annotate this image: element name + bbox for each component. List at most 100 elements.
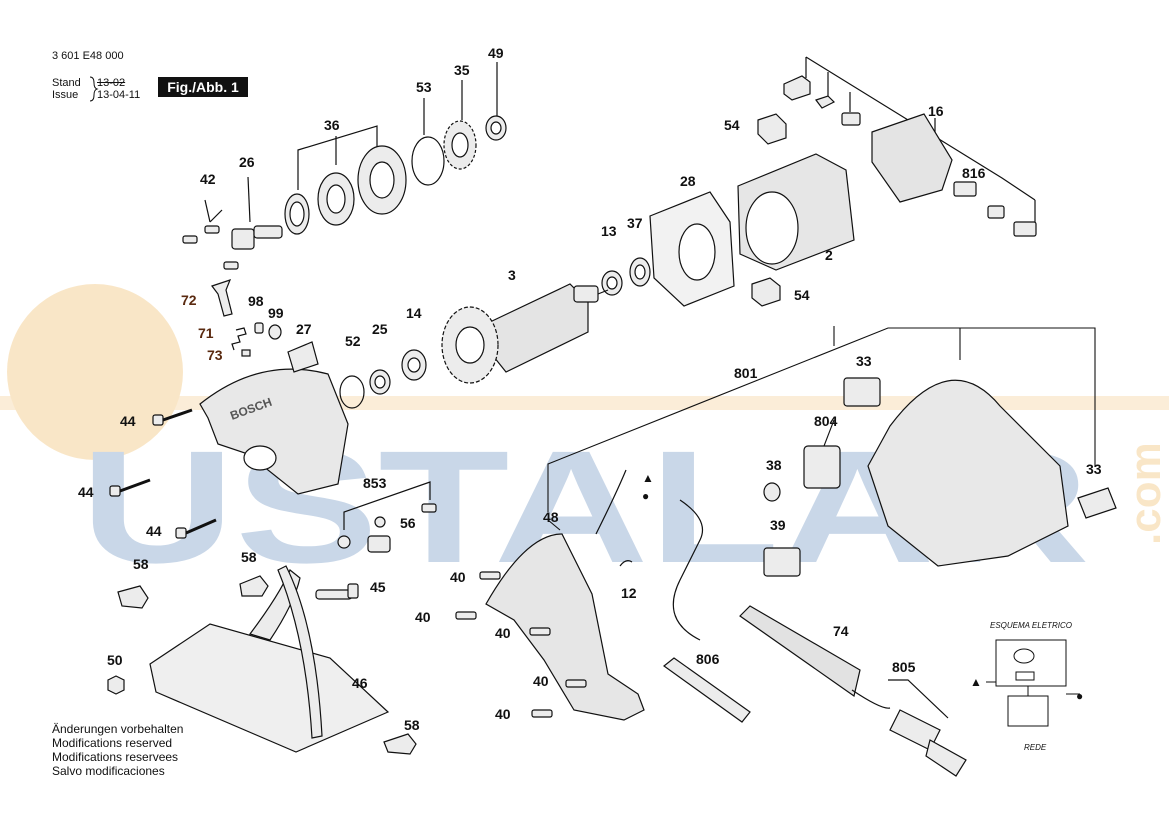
- label-99: 99: [268, 305, 284, 321]
- stator-2-part: [737, 153, 855, 271]
- label-26: 26: [239, 154, 255, 170]
- base-plate-46-part: [149, 565, 390, 753]
- bearing-37-part: [629, 257, 651, 287]
- screw-40a-part: [479, 571, 501, 580]
- label-74: 74: [833, 623, 849, 639]
- carbon-brush-54-part: [751, 113, 787, 307]
- wing-knob-58b-part: [239, 575, 269, 597]
- wiring-diagram: [986, 639, 1080, 727]
- label-13: 13: [601, 223, 617, 239]
- wing-knob-58a-part: [117, 585, 149, 609]
- bearing-13-part: [601, 270, 623, 296]
- label-45: 45: [370, 579, 386, 595]
- label-98: 98: [248, 293, 264, 309]
- label-71: 71: [198, 325, 214, 341]
- socket-39-part: [763, 547, 801, 577]
- issue-value: 13-04-11: [97, 89, 141, 101]
- screw-44b-part: [109, 478, 151, 497]
- screw-98-part: [254, 322, 264, 334]
- label-3: 3: [508, 267, 516, 283]
- label-58c: 58: [404, 717, 420, 733]
- cap-38-part: [763, 482, 781, 502]
- note-line: Modifications reserved: [52, 736, 173, 750]
- label-58a: 58: [133, 556, 149, 572]
- issue-label: Issue: [52, 89, 79, 101]
- wire-triangle-icon: ▲: [642, 471, 654, 485]
- gear-35-part: [443, 80, 477, 170]
- label-72: 72: [181, 292, 197, 308]
- note-line: Änderungen vorbehalten: [52, 722, 184, 736]
- nut-50-part: [107, 675, 125, 695]
- figure-label: Fig./Abb. 1: [158, 77, 248, 97]
- wire-dot-icon: ●: [642, 489, 649, 503]
- power-cord-74-part: [739, 605, 891, 709]
- wiring-title: ESQUEMA ELETRICO: [990, 621, 1072, 630]
- label-33a: 33: [856, 353, 872, 369]
- brush-holder-16-part: [783, 56, 1037, 237]
- label-73: 73: [207, 347, 223, 363]
- label-16: 16: [928, 103, 944, 119]
- label-49: 49: [488, 45, 504, 61]
- label-44b: 44: [78, 484, 94, 500]
- label-54b: 54: [794, 287, 810, 303]
- label-27: 27: [296, 321, 312, 337]
- leader-lines: [547, 326, 1096, 531]
- oring-53-part: [411, 98, 445, 186]
- label-40d: 40: [533, 673, 549, 689]
- label-56: 56: [400, 515, 416, 531]
- label-52: 52: [345, 333, 361, 349]
- motor-housing-33-part: [867, 379, 1117, 567]
- screw-40b-part: [455, 611, 477, 620]
- label-35: 35: [454, 62, 470, 78]
- modification-notes: Änderungen vorbehalten Modifications res…: [52, 722, 183, 778]
- screw-44a-part: [152, 408, 193, 426]
- needle-bearing-25-part: [369, 369, 391, 395]
- label-39: 39: [770, 517, 786, 533]
- label-42: 42: [200, 171, 216, 187]
- label-28: 28: [680, 173, 696, 189]
- label-12: 12: [621, 585, 637, 601]
- wing-knob-58c-part: [383, 733, 417, 755]
- bearing-set-36-part: [284, 125, 407, 235]
- label-46: 46: [352, 675, 368, 691]
- switch-804-part: [803, 445, 841, 489]
- stand-value: 13-02: [97, 77, 126, 89]
- wiring-footer: REDE: [1024, 743, 1047, 752]
- label-804: 804: [814, 413, 838, 429]
- spring-71-part: [231, 327, 247, 351]
- label-53: 53: [416, 79, 432, 95]
- label-40c: 40: [495, 625, 511, 641]
- label-40a: 40: [450, 569, 466, 585]
- washer-99-part: [268, 324, 282, 340]
- pin-73-part: [241, 349, 251, 357]
- note-line: Modifications reservees: [52, 750, 179, 764]
- legend-triangle-icon: ▲: [970, 675, 982, 689]
- label-44c: 44: [146, 523, 162, 539]
- label-14: 14: [406, 305, 422, 321]
- screw-44c-part: [175, 518, 217, 539]
- bolt-45-part: [315, 583, 359, 600]
- bevel-set-853-part: [337, 481, 437, 553]
- label-853: 853: [363, 475, 387, 491]
- label-40e: 40: [495, 706, 511, 722]
- label-801: 801: [734, 365, 758, 381]
- legend-dot-icon: ●: [1076, 689, 1083, 703]
- watermark-circle: [7, 284, 183, 460]
- spindle-26-part: [231, 176, 283, 250]
- label-2: 2: [825, 247, 833, 263]
- oring-52-part: [339, 375, 365, 409]
- screw-40d-part: [565, 679, 587, 688]
- bearing-49-part: [485, 62, 507, 141]
- spindle-lock-72-part: [211, 279, 233, 317]
- blade-guard-27-part: BOSCH: [199, 341, 349, 495]
- label-806: 806: [696, 651, 720, 667]
- bearing-14-part: [401, 349, 427, 381]
- label-816: 816: [962, 165, 986, 181]
- label-44a: 44: [120, 413, 136, 429]
- label-805: 805: [892, 659, 916, 675]
- part-number: 3 601 E48 000: [52, 50, 124, 62]
- cable-12-part: [595, 469, 704, 641]
- armature-3-part: [441, 283, 609, 384]
- screw-42-part: [182, 199, 239, 270]
